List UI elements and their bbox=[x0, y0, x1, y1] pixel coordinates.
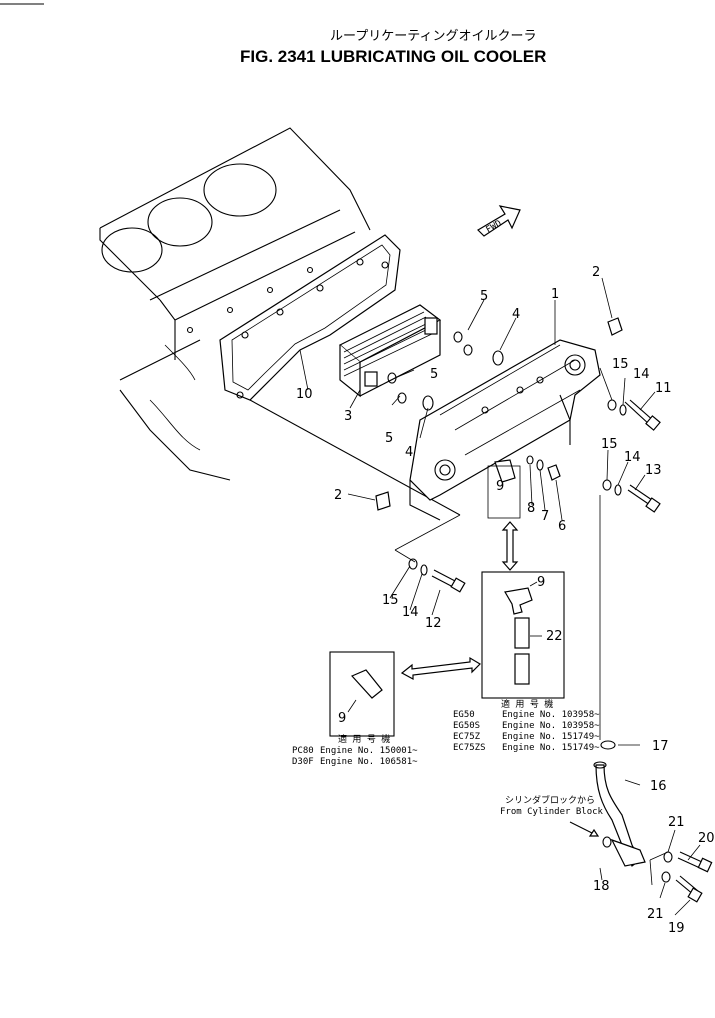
variant-box-right bbox=[481, 571, 565, 699]
from-block-english: From Cylinder Block bbox=[500, 807, 604, 817]
callout-8: 8 bbox=[527, 501, 535, 516]
variant-box-left bbox=[329, 651, 395, 737]
box-right-engine-2: Engine No. 151749~ bbox=[502, 732, 600, 742]
callout-18: 18 bbox=[593, 879, 610, 894]
callout-6: 6 bbox=[558, 519, 566, 534]
callout-17: 17 bbox=[652, 739, 669, 754]
callout-16: 16 bbox=[650, 779, 667, 794]
box-right-header: 適 用 号 機 bbox=[501, 698, 553, 710]
box-right-model-0: EG50 bbox=[453, 710, 475, 720]
callout-4: 4 bbox=[512, 307, 520, 322]
double-arrow-horizontal-icon bbox=[400, 656, 481, 681]
box-right-engine-3: Engine No. 151749~ bbox=[502, 743, 600, 753]
callout-5: 5 bbox=[480, 289, 488, 304]
double-arrow-vertical-icon bbox=[501, 521, 519, 571]
box-right-engine-1: Engine No. 103958~ bbox=[502, 721, 600, 731]
callout-9c: 9 bbox=[338, 711, 346, 726]
callout-19: 19 bbox=[668, 921, 685, 936]
callout-15: 15 bbox=[612, 357, 629, 372]
callout-21b: 21 bbox=[647, 907, 664, 922]
bolt-part-12 bbox=[408, 558, 466, 593]
callout-7: 7 bbox=[541, 509, 549, 524]
box-left-model-1: D30F bbox=[292, 757, 314, 767]
callout-15b: 15 bbox=[601, 437, 618, 452]
engine-block bbox=[99, 127, 371, 481]
box-left-model-0: PC80 bbox=[292, 746, 314, 756]
bolts-19-20-21 bbox=[649, 829, 713, 916]
callout-2: 2 bbox=[592, 265, 600, 280]
title-japanese: ループリケーティングオイルクーラ bbox=[330, 29, 536, 44]
callout-14: 14 bbox=[633, 367, 650, 382]
fwd-arrow-icon: FWD bbox=[477, 205, 521, 237]
callout-numbers: 1 2 2 3 4 4 5 5 5 6 7 8 9 9 9 10 11 12 1… bbox=[296, 265, 715, 936]
callout-22: 22 bbox=[546, 629, 563, 644]
box-left-header: 適 用 号 機 bbox=[338, 733, 390, 745]
title-english: FIG. 2341 LUBRICATING OIL COOLER bbox=[240, 47, 546, 66]
small-parts-6-7-8 bbox=[526, 455, 561, 481]
callout-11: 11 bbox=[655, 381, 672, 396]
callout-9: 9 bbox=[496, 479, 504, 494]
callout-9b: 9 bbox=[537, 575, 545, 590]
callout-5c: 5 bbox=[385, 431, 393, 446]
variant-box-left-table: 適 用 号 機 PC80 Engine No. 150001~ D30F Eng… bbox=[292, 733, 418, 767]
box-right-model-1: EG50S bbox=[453, 721, 480, 731]
from-block-japanese: シリンダブロックから bbox=[505, 794, 595, 806]
bolt-part-13 bbox=[602, 479, 661, 513]
box-right-engine-0: Engine No. 103958~ bbox=[502, 710, 600, 720]
callout-5b: 5 bbox=[430, 367, 438, 382]
cooler-body-part-1 bbox=[409, 339, 601, 521]
callout-13: 13 bbox=[645, 463, 662, 478]
leader-18 bbox=[599, 867, 603, 881]
fitting-part-9-main bbox=[487, 459, 521, 519]
box-left-engine-1: Engine No. 106581~ bbox=[320, 757, 418, 767]
cooler-element-part-3 bbox=[338, 304, 442, 398]
bolt-part-11 bbox=[607, 399, 661, 431]
variant-box-right-table: 適 用 号 機 EG50 Engine No. 103958~ EG50S En… bbox=[453, 698, 600, 753]
box-right-model-2: EC75Z bbox=[453, 732, 481, 742]
callout-4b: 4 bbox=[405, 445, 413, 460]
callout-20: 20 bbox=[698, 831, 715, 846]
callout-21: 21 bbox=[668, 815, 685, 830]
callout-14b: 14 bbox=[624, 450, 641, 465]
callout-2b: 2 bbox=[334, 488, 342, 503]
callout-10: 10 bbox=[296, 387, 313, 402]
plug-part-2-left bbox=[375, 491, 391, 511]
plug-part-2-top bbox=[607, 317, 623, 336]
callout-12: 12 bbox=[425, 616, 442, 631]
box-right-model-3: EC75ZS bbox=[453, 743, 486, 753]
box-left-engine-0: Engine No. 150001~ bbox=[320, 746, 418, 756]
callout-3: 3 bbox=[344, 409, 352, 424]
from-block-arrow-icon bbox=[569, 821, 600, 837]
callout-15c: 15 bbox=[382, 593, 399, 608]
callout-1: 1 bbox=[551, 287, 559, 302]
callout-14c: 14 bbox=[402, 605, 419, 620]
pipe-part-16 bbox=[593, 740, 646, 867]
leader-lines bbox=[299, 277, 656, 740]
